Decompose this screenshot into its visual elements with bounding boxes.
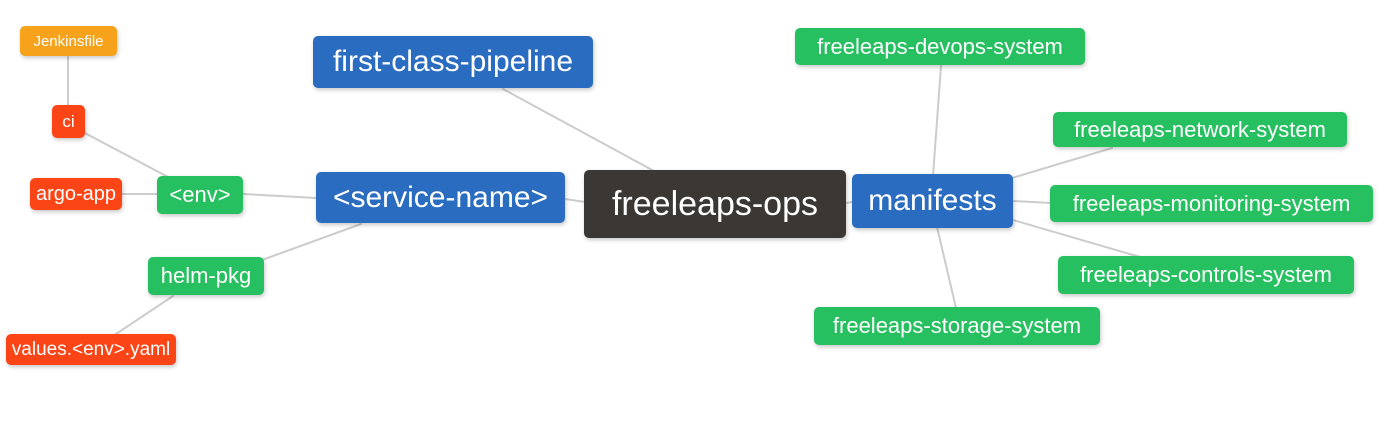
- edge-manifests-devops: [932, 65, 942, 177]
- edge-manifests-storage: [936, 226, 957, 309]
- node-ci[interactable]: ci: [52, 105, 85, 138]
- edge-values-yaml-helm-pkg: [115, 295, 174, 335]
- edge-pipeline-root: [502, 88, 655, 172]
- node-manifests[interactable]: manifests: [852, 174, 1013, 228]
- node-freeleaps-monitoring-system[interactable]: freeleaps-monitoring-system: [1050, 185, 1373, 222]
- node-freeleaps-storage-system[interactable]: freeleaps-storage-system: [814, 307, 1100, 345]
- edge-manifests-monitoring: [1012, 200, 1052, 204]
- node-jenkinsfile[interactable]: Jenkinsfile: [20, 26, 117, 56]
- edge-manifests-network: [1011, 147, 1113, 179]
- node-helm-pkg[interactable]: helm-pkg: [148, 257, 264, 295]
- node-freeleaps-controls-system[interactable]: freeleaps-controls-system: [1058, 256, 1354, 294]
- node-service-name[interactable]: <service-name>: [316, 172, 565, 223]
- node-freeleaps-network-system[interactable]: freeleaps-network-system: [1053, 112, 1347, 147]
- node-values-env-yaml[interactable]: values.<env>.yaml: [6, 334, 176, 365]
- node-freeleaps-ops[interactable]: freeleaps-ops: [584, 170, 846, 238]
- edge-service-name-root: [564, 198, 586, 203]
- node-first-class-pipeline[interactable]: first-class-pipeline: [313, 36, 593, 88]
- node-argo-app[interactable]: argo-app: [30, 178, 122, 210]
- edge-ci-env: [82, 131, 169, 178]
- edge-helm-pkg-service-name: [261, 223, 362, 261]
- edge-manifests-controls: [1012, 219, 1141, 258]
- edge-root-manifests: [845, 201, 854, 204]
- node-freeleaps-devops-system[interactable]: freeleaps-devops-system: [795, 28, 1085, 65]
- node-env[interactable]: <env>: [157, 176, 243, 214]
- edge-env-service-name: [242, 193, 317, 199]
